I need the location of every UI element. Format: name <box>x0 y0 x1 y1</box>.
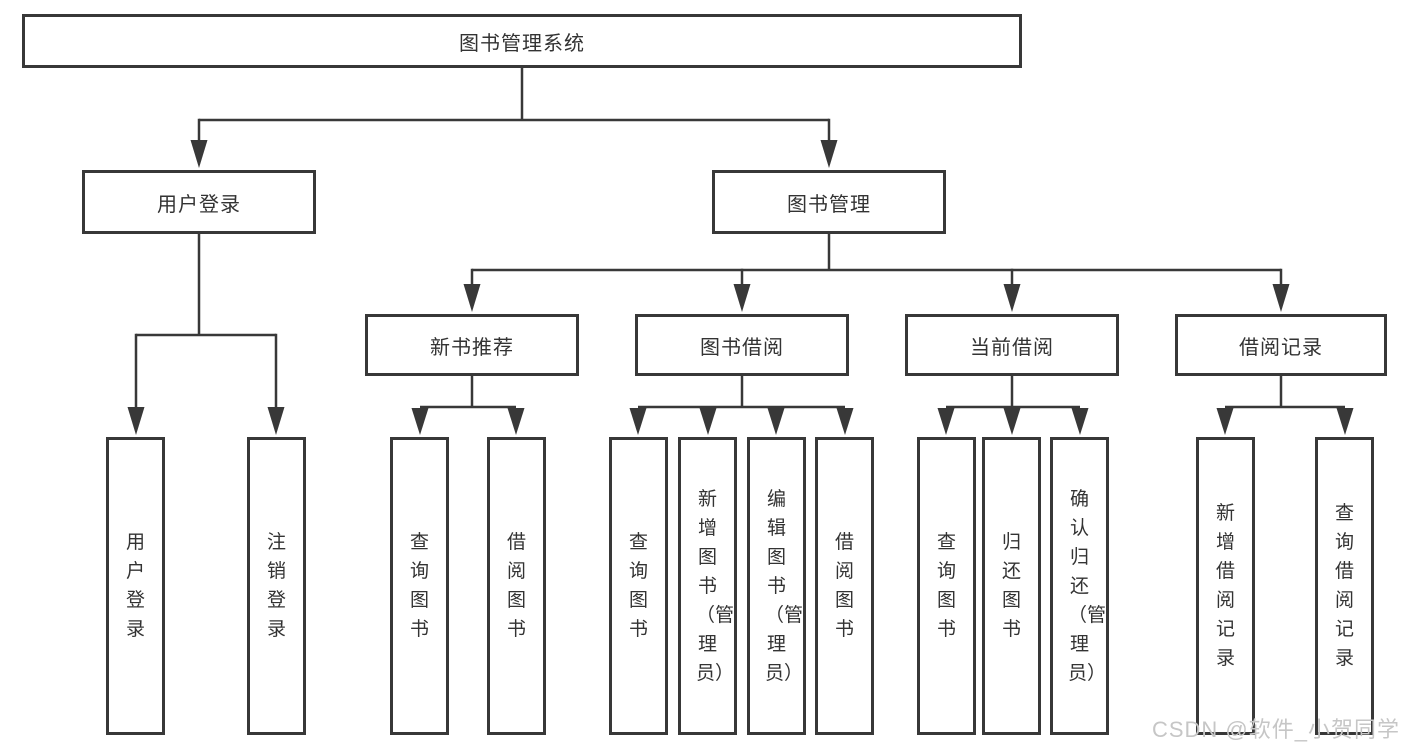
leaf-query-books-recommend-label: 查询图书 <box>409 532 429 640</box>
node-book-management: 图书管理 <box>712 170 946 234</box>
node-user-login-label: 用户登录 <box>157 193 241 216</box>
node-book-management-label: 图书管理 <box>787 193 871 216</box>
node-borrow-records: 借阅记录 <box>1175 314 1387 376</box>
leaf-query-books-recommend: 查询图书 <box>390 437 449 735</box>
node-current-borrow-label: 当前借阅 <box>970 336 1054 359</box>
leaf-query-borrow-record: 查询借阅记录 <box>1315 437 1374 735</box>
leaf-borrow-books: 借阅图书 <box>815 437 874 735</box>
node-root: 图书管理系统 <box>22 14 1022 68</box>
leaf-borrow-books-recommend: 借阅图书 <box>487 437 546 735</box>
leaf-query-books-borrow-label: 查询图书 <box>628 532 648 640</box>
leaf-borrow-books-recommend-label: 借阅图书 <box>506 532 526 640</box>
connector-current-borrow-to-leaves <box>937 376 1089 435</box>
leaf-add-borrow-record-label: 新增借阅记录 <box>1215 503 1235 669</box>
leaf-user-login-label: 用户登录 <box>125 532 145 640</box>
connector-borrow-records-to-leaves <box>1216 376 1354 435</box>
leaf-query-books-borrow: 查询图书 <box>609 437 668 735</box>
node-new-book-recommend-label: 新书推荐 <box>430 336 514 359</box>
leaf-query-books-current-label: 查询图书 <box>936 532 956 640</box>
node-root-label: 图书管理系统 <box>459 32 585 55</box>
leaf-add-borrow-record: 新增借阅记录 <box>1196 437 1255 735</box>
csdn-watermark: CSDN @软件_小贺同学 <box>1151 717 1400 742</box>
leaf-logout-label: 注销登录 <box>266 532 286 640</box>
connector-book-borrow-to-leaves <box>629 376 854 435</box>
leaf-query-books-current: 查询图书 <box>917 437 976 735</box>
leaf-borrow-books-label: 借阅图书 <box>834 532 854 640</box>
connector-user-login-to-leaves <box>127 234 285 435</box>
node-book-borrow-label: 图书借阅 <box>700 336 784 359</box>
node-book-borrow: 图书借阅 <box>635 314 849 376</box>
node-new-book-recommend: 新书推荐 <box>365 314 579 376</box>
connector-new-book-recommend-to-leaves <box>411 376 525 435</box>
node-user-login: 用户登录 <box>82 170 316 234</box>
node-borrow-records-label: 借阅记录 <box>1239 336 1323 359</box>
leaf-confirm-return-admin-label: 确认归还（管理员） <box>1068 488 1107 684</box>
leaf-logout: 注销登录 <box>247 437 306 735</box>
node-current-borrow: 当前借阅 <box>905 314 1119 376</box>
leaf-return-books-label: 归还图书 <box>1001 532 1021 640</box>
leaf-add-book-admin-label: 新增图书（管理员） <box>696 488 735 684</box>
leaf-query-borrow-record-label: 查询借阅记录 <box>1334 503 1354 669</box>
leaf-add-book-admin: 新增图书（管理员） <box>678 437 737 735</box>
leaf-confirm-return-admin: 确认归还（管理员） <box>1050 437 1109 735</box>
connector-book-management-to-level3 <box>463 234 1290 312</box>
connector-root-to-level2 <box>190 68 838 168</box>
leaf-return-books: 归还图书 <box>982 437 1041 735</box>
leaf-user-login: 用户登录 <box>106 437 165 735</box>
leaf-edit-book-admin-label: 编辑图书（管理员） <box>765 488 804 684</box>
leaf-edit-book-admin: 编辑图书（管理员） <box>747 437 806 735</box>
